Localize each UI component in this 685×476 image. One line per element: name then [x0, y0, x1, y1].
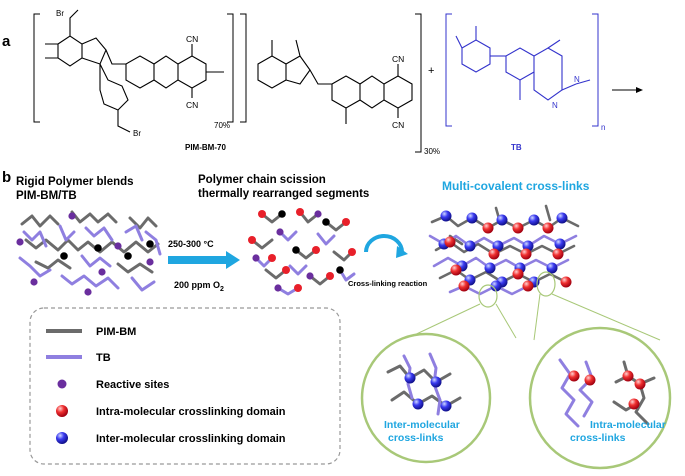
- zoom-line-intra-left: [533, 293, 541, 341]
- scission-cluster: [250, 210, 356, 296]
- condition-oxygen-text: 200 ppm O: [174, 280, 220, 290]
- network-red-spheres: [444, 222, 572, 292]
- bracket-mid-close: [227, 13, 234, 123]
- bracket-left: [33, 13, 40, 123]
- intra-label-line-2: cross-links: [570, 432, 626, 444]
- condition-temperature: 250-300 °C: [168, 239, 214, 249]
- network-blue-spheres: [438, 210, 568, 292]
- legend-label-inter-domain: Inter-molecular crosslinking domain: [96, 433, 286, 445]
- pim-bm-unit-1-structure: [45, 9, 224, 133]
- pct-30-label: 30%: [424, 147, 440, 156]
- title-scission-line-1: Polymer chain scission: [198, 174, 326, 186]
- bracket-mid-open: [240, 13, 247, 123]
- tb-sub-n: n: [601, 123, 605, 132]
- bracket-right: [415, 13, 422, 153]
- zoom-line-inter-left: [407, 303, 481, 339]
- zoom-line-inter-right: [495, 303, 517, 339]
- process-arrow: [168, 251, 240, 269]
- legend-box: [29, 307, 341, 465]
- title-blend-line-2: PIM-BM/TB: [16, 190, 77, 202]
- cn-label-4: CN: [392, 120, 404, 130]
- intra-label-line-1: Intra-molecular: [590, 419, 666, 431]
- zoom-circle-inter: Inter-molecular cross-links: [360, 332, 492, 464]
- highlight-intra-region: [536, 271, 556, 297]
- tb-n-label-2: N: [552, 101, 558, 110]
- title-crosslinks: Multi-covalent cross-links: [442, 179, 590, 193]
- cn-label-3: CN: [392, 54, 404, 64]
- legend-symbol-reactive-sites: [57, 379, 67, 389]
- tb-n-label-1: N: [574, 75, 580, 84]
- tb-bracket-left: [445, 13, 452, 127]
- tb-structure: [455, 26, 591, 101]
- crosslinking-reaction-label: Cross-linking reaction: [348, 279, 428, 288]
- inter-label-line-1: Inter-molecular: [384, 419, 460, 431]
- title-blend-line-1: Rigid Polymer blends: [16, 176, 134, 188]
- legend: PIM-BM TB Reactive sites Intra-molecular…: [46, 326, 286, 445]
- blend-chain-ends: [60, 240, 154, 260]
- panel-b-label: b: [2, 169, 11, 186]
- zoom-circle-intra-outline: [528, 326, 672, 470]
- title-scission-line-2: thermally rearranged segments: [198, 188, 369, 200]
- crosslinking-arrow-head: [396, 246, 408, 258]
- pim-bm-70-name: PIM-BM-70: [185, 143, 226, 152]
- zoom-circle-intra: Intra-molecular cross-links: [528, 326, 672, 470]
- br-label-top: Br: [56, 9, 64, 18]
- legend-symbol-inter-domain: [56, 432, 68, 444]
- cn-label-2: CN: [186, 100, 198, 110]
- reaction-arrow-head: [636, 87, 643, 93]
- legend-label-intra-domain: Intra-molecular crosslinking domain: [96, 406, 286, 418]
- pim-bm-unit-2-structure: [257, 39, 413, 124]
- legend-symbol-intra-domain: [56, 405, 68, 417]
- br-label-bottom: Br: [133, 129, 141, 138]
- panel-a-label: a: [2, 33, 11, 50]
- scission-black-sites: [278, 210, 344, 274]
- condition-oxygen-subscript: 2: [220, 286, 224, 293]
- scission-purple-sites: [252, 210, 322, 292]
- tb-name: TB: [511, 143, 522, 152]
- legend-label-reactive-sites: Reactive sites: [96, 379, 169, 391]
- legend-label-tb: TB: [96, 352, 111, 364]
- inter-label-line-2: cross-links: [388, 432, 444, 444]
- panel-a: a Br Br CN CN 70% PIM-BM-70: [2, 9, 643, 156]
- blend-reactive-sites: [16, 212, 154, 296]
- zoom-line-intra-right: [551, 293, 661, 341]
- panel-b: b Rigid Polymer blends PIM-BM/TB Polymer…: [2, 169, 672, 470]
- crosslinking-curved-arrow: [364, 234, 404, 253]
- condition-oxygen: 200 ppm O2: [174, 280, 224, 293]
- blend-polymer-cluster: [18, 210, 162, 292]
- highlight-inter-region: [478, 284, 498, 308]
- legend-label-pim-bm: PIM-BM: [96, 326, 136, 338]
- plus-sign: +: [428, 65, 434, 77]
- cn-label-1: CN: [186, 34, 198, 44]
- tb-bracket-right: [592, 13, 599, 127]
- pct-70-label: 70%: [214, 121, 230, 130]
- scission-red-sites: [248, 208, 356, 292]
